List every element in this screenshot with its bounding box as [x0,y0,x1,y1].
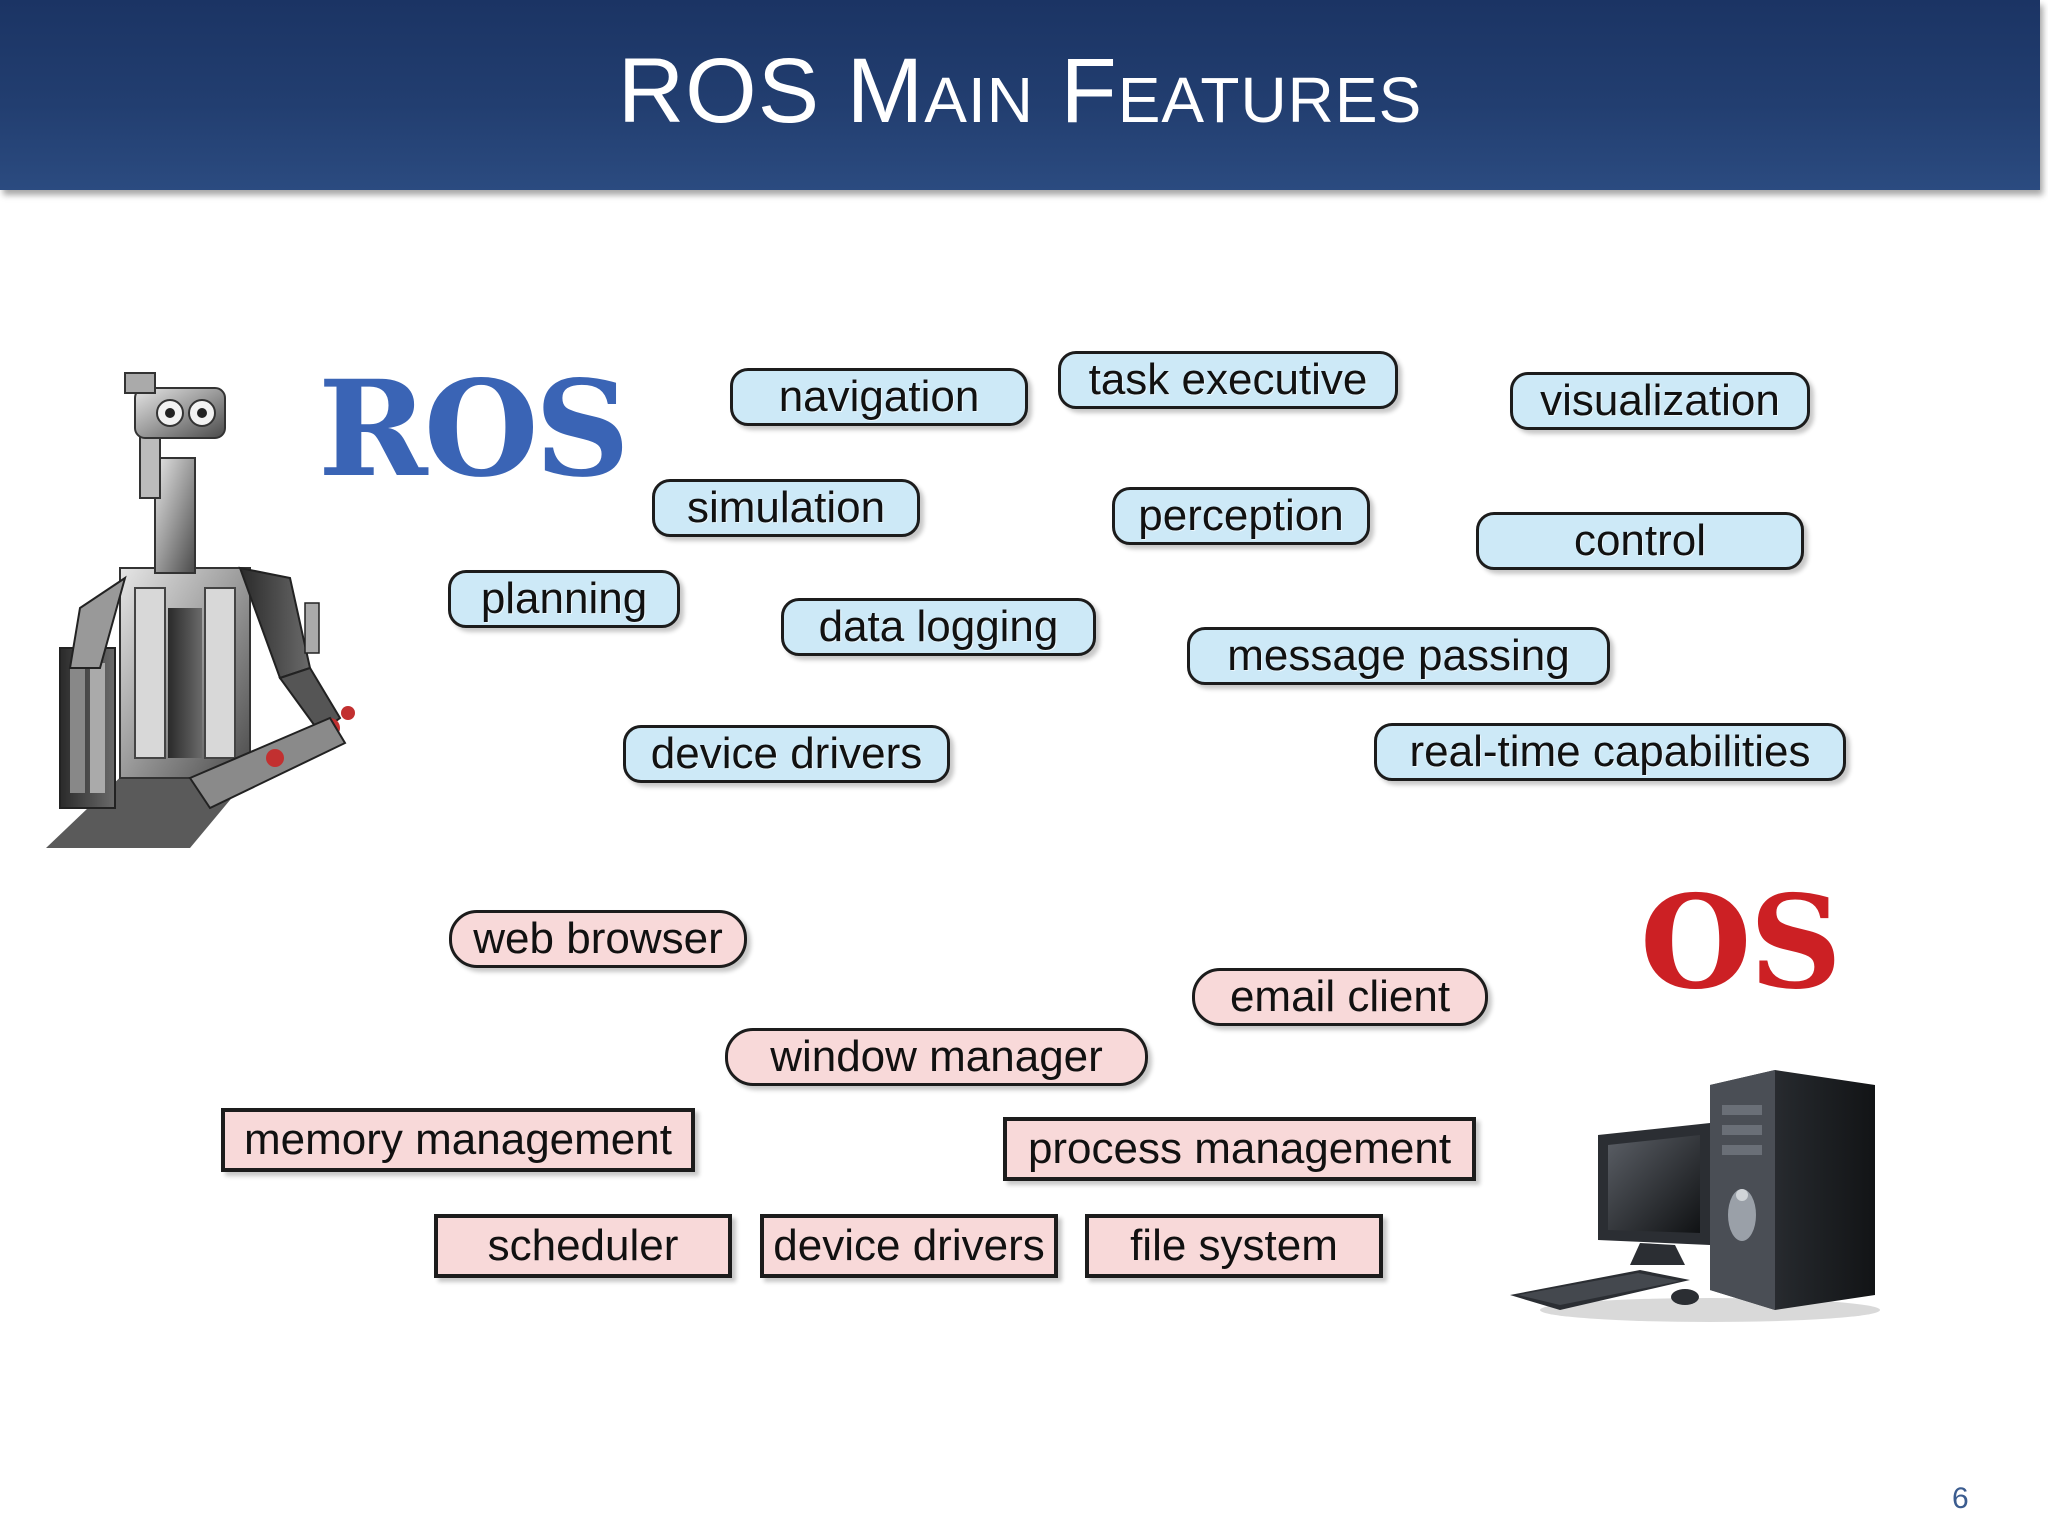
ros-logo: ROS [318,352,630,507]
ros-feature-planning: planning [448,570,680,628]
page-number: 6 [1952,1482,1969,1515]
os-feature-memory-management: memory management [221,1108,695,1172]
os-feature-email-client: email client [1192,968,1488,1026]
os-feature-web-browser: web browser [449,910,747,968]
title-bar: ROS Main Features [0,0,2040,190]
humanoid-robot-illustration [46,372,355,848]
ros-feature-device-drivers: device drivers [623,725,950,783]
ros-feature-data-logging: data logging [781,598,1096,656]
desktop-computer-illustration [1510,1070,1880,1322]
ros-feature-message-passing: message passing [1187,627,1610,685]
slide-title: ROS Main Features [617,39,1423,142]
ros-feature-real-time-capabilities: real-time capabilities [1374,723,1846,781]
os-feature-scheduler: scheduler [434,1214,732,1278]
ros-feature-visualization: visualization [1510,372,1810,430]
os-feature-file-system: file system [1085,1214,1383,1278]
ros-feature-perception: perception [1112,487,1370,545]
os-feature-window-manager: window manager [725,1028,1148,1086]
os-feature-process-management: process management [1003,1117,1476,1181]
ros-feature-navigation: navigation [730,368,1028,426]
ros-feature-control: control [1476,512,1804,570]
os-feature-device-drivers: device drivers [760,1214,1058,1278]
ros-feature-task-executive: task executive [1058,351,1398,409]
os-logo: OS [1640,868,1842,1018]
ros-feature-simulation: simulation [652,479,920,537]
